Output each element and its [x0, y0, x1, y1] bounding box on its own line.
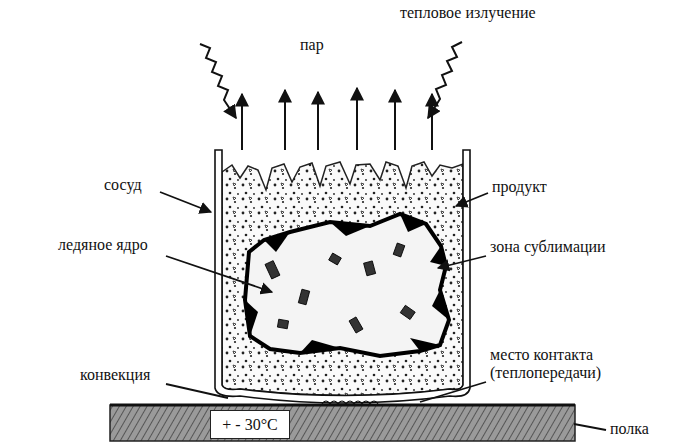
vapour-arrows	[242, 88, 432, 150]
contact-label: место контакта (теплопередачи)	[490, 346, 640, 383]
product	[222, 162, 463, 396]
temperature-text: + - 30°C	[222, 416, 277, 434]
convection-label: конвекция	[80, 366, 150, 384]
contact-area	[322, 401, 378, 404]
shelf-label: полка	[610, 420, 649, 438]
product-label: продукт	[492, 178, 547, 196]
vapour-label: пар	[300, 36, 324, 54]
sublimation-zone	[245, 214, 449, 353]
heat-radiation-arrows	[200, 42, 462, 118]
vessel	[215, 150, 470, 403]
ice-core-label: ледяное ядро	[58, 236, 148, 254]
vessel-label: сосуд	[104, 176, 142, 194]
heat-radiation-label: тепловое излучение	[400, 4, 536, 22]
sublimation-zone-label: зона сублимации	[490, 238, 606, 256]
temperature-box: + - 30°C	[210, 410, 290, 439]
ice-crystals	[265, 243, 415, 333]
ice-core	[245, 214, 449, 356]
leader-lines	[160, 192, 606, 430]
shelf	[110, 405, 575, 441]
